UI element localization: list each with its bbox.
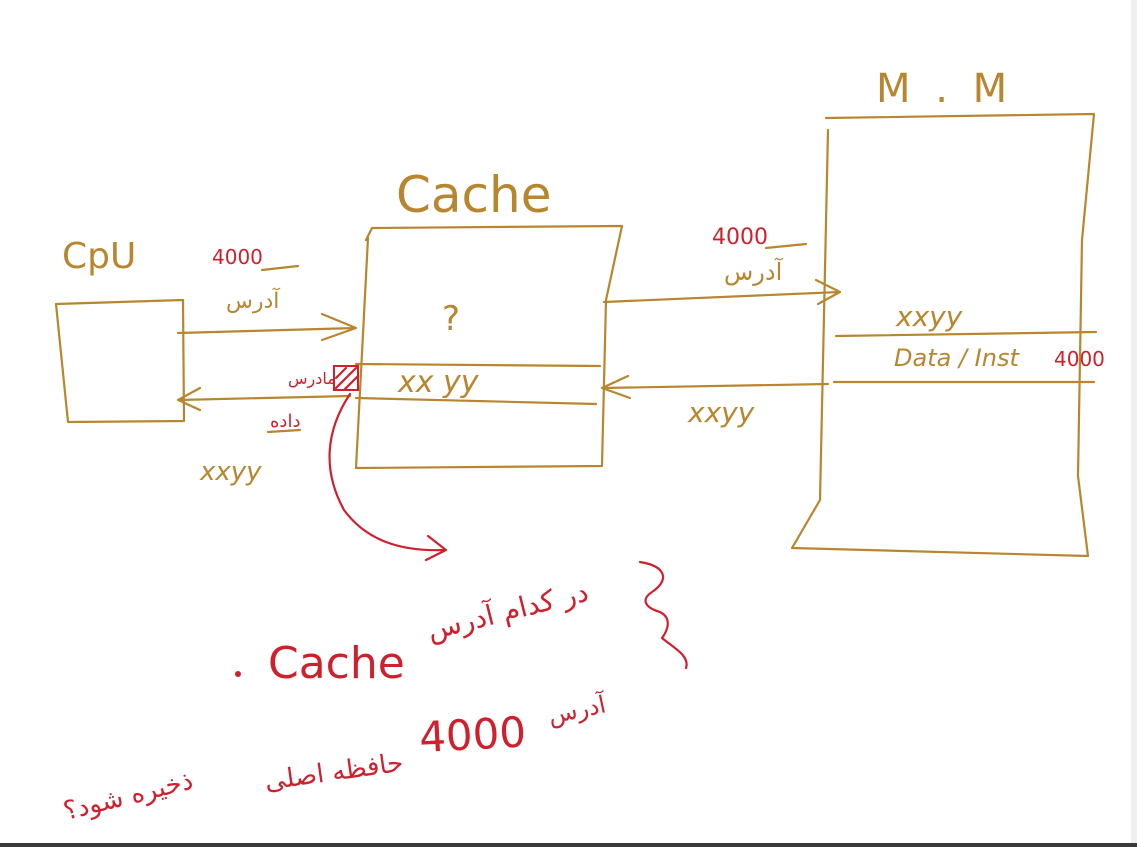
- note-line1-fa: در کدام آدرس: [424, 575, 592, 647]
- cache-line-tag: مادرس: [288, 369, 336, 389]
- mm-label: M . M: [876, 66, 1013, 112]
- cache-box: [354, 224, 624, 470]
- note-line2-memory: حافظه اصلی: [263, 748, 405, 797]
- scrollbar-track: [1131, 0, 1137, 843]
- note-line2-address: آدرس: [545, 689, 609, 730]
- mm-box: [790, 112, 1096, 558]
- cache-line-data: xx yy: [397, 365, 480, 400]
- cpu-data-value: xxyy: [199, 457, 262, 487]
- cpu-box: [54, 298, 186, 424]
- mm-row-value: xxyy: [895, 300, 963, 333]
- annotation-arrow: [328, 392, 448, 562]
- mm-data-value: xxyy: [687, 396, 755, 429]
- note-dot: [235, 671, 241, 677]
- note-line3-fa: ذخیره شود؟: [60, 766, 196, 827]
- cpu-label: CpU: [62, 236, 136, 277]
- cache-question-mark: ?: [442, 299, 460, 339]
- mm-row-address: 4000: [1054, 347, 1105, 371]
- mm-row-label: Data / Inst: [894, 344, 1020, 372]
- cache-line-top: [354, 362, 602, 368]
- cpu-address-word: آدرس: [226, 287, 280, 314]
- cpu-to-cache-arrow: [176, 312, 358, 342]
- mm-row-top: [834, 330, 1098, 338]
- mm-address-value: 4000: [712, 225, 768, 250]
- cpu-data-word: داده: [270, 411, 300, 432]
- cache-to-mm-arrow: [602, 278, 842, 306]
- cache-line-bottom: [354, 396, 598, 406]
- mm-to-cache-arrow: [600, 374, 830, 400]
- note-line2-number: 4000: [418, 707, 527, 762]
- cpu-address-value: 4000: [212, 245, 263, 269]
- cpu-address-underline: [260, 264, 300, 272]
- mm-address-underline: [764, 242, 808, 250]
- bottom-bar: [0, 843, 1137, 847]
- note-cache: Cache: [268, 638, 405, 689]
- cpu-data-underline: [266, 428, 302, 434]
- annotation-note: Cache در کدام آدرس آدرس 4000 حافظه اصلی …: [60, 560, 688, 827]
- cache-to-cpu-arrow: [176, 386, 352, 412]
- cache-tag-block: [333, 365, 360, 392]
- note-brace: [638, 560, 688, 670]
- mm-address-word: آدرس: [724, 257, 784, 286]
- cache-label: Cache: [396, 166, 552, 224]
